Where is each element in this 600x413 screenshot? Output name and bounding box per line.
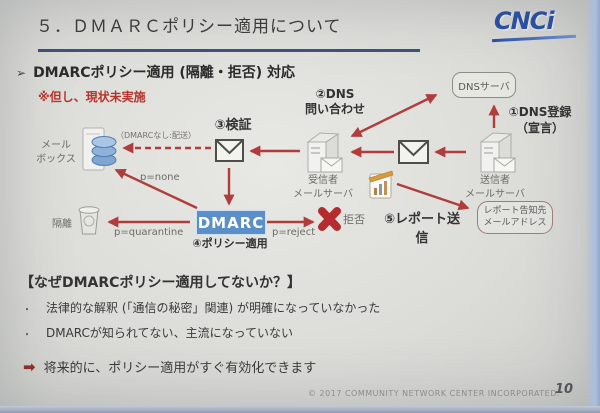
why-bullet-2-text: DMARCが知られてない、主流になっていない [46, 326, 293, 340]
bullet-dot: ・ [22, 330, 32, 341]
cnci-logo: CNCi [494, 7, 555, 35]
verify-envelope-icon [215, 139, 244, 162]
why-bullet-1-text: 法律的な解釈 (「通信の秘密」関連) が明確になっていなかった [46, 301, 381, 315]
policy-none-label: p=none [140, 172, 180, 183]
receiver-mail-server-icon [306, 132, 343, 173]
quarantine-label: 隔離 [52, 219, 72, 230]
not-implemented-note: ※但し、現状未実施 [38, 90, 146, 104]
sender-server-label: 送信者 メールサーバ [465, 175, 525, 200]
no-dmarc-delivery-note: （DMARCなし:配送） [116, 131, 196, 140]
report-send-arrow [396, 182, 470, 211]
conclusion-text: 将来的に、ポリシー適用がすぐ有効化できます [43, 361, 317, 376]
bullet-dot: ・ [22, 305, 32, 316]
step3-verify-label: ③検証 [214, 118, 252, 133]
receiver-server-label: 受信者 メールサーバ [293, 175, 353, 200]
policy-quarantine-label: p=quarantine [114, 227, 184, 238]
mail-envelope-icon [398, 140, 429, 164]
sender-mail-server-icon [479, 132, 516, 173]
why-bullet-1: ・ 法律的な解釈 (「通信の秘密」関連) が明確になっていなかった [22, 299, 562, 316]
conclusion-arrow-icon: ➡ [23, 358, 36, 376]
section-heading-text: DMARCポリシー適用 (隔離・拒否) 対応 [33, 65, 296, 81]
why-section-title: 【なぜDMARCポリシー適用してないか？】 [20, 275, 302, 291]
reject-x-icon [318, 207, 341, 231]
dns-query-double-arrow [350, 93, 438, 138]
copyright-footer: © 2017 COMMUNITY NETWORK CENTER INCORPOR… [308, 389, 560, 398]
report-destination-box: レポート告知先 メールアドレス [477, 201, 553, 234]
step5-report-send-label: ⑤レポート送信 [383, 212, 460, 246]
report-document-icon [368, 170, 394, 199]
mailbox-label: メール ボックス [36, 140, 76, 165]
dmarc-label-box: DMARC [196, 210, 266, 235]
photo-right-edge [585, 0, 600, 413]
step2-dns-query-label: ②DNS 問い合わせ [304, 87, 365, 116]
dns-server-box: DNSサーバ [452, 72, 516, 98]
why-bullet-2: ・ DMARCが知られてない、主流になっていない [22, 324, 562, 341]
conclusion-line: ➡ 将来的に、ポリシー適用がすぐ有効化できます [23, 357, 316, 376]
dmarc-pnone-arrow [114, 168, 198, 210]
section-heading: ➢ DMARCポリシー適用 (隔離・拒否) 対応 [16, 62, 295, 82]
reject-label: 拒否 [343, 213, 365, 226]
photo-bottom-edge [0, 406, 600, 413]
chevron-bullet-icon: ➢ [16, 66, 27, 80]
flow-arrows [107, 93, 500, 228]
trash-quarantine-icon [78, 206, 100, 235]
slide-title: ５．ＤＭＡＲＣポリシー適用について [36, 17, 342, 37]
step1-dns-register-label: ①DNS登録 （宣言） [508, 105, 572, 135]
title-underline [38, 49, 420, 52]
mailbox-database-icon [82, 127, 117, 171]
page-number: 10 [555, 382, 574, 397]
policy-reject-label: p=reject [272, 227, 316, 238]
step4-policy-apply-label: ④ポリシー適用 [192, 237, 268, 250]
